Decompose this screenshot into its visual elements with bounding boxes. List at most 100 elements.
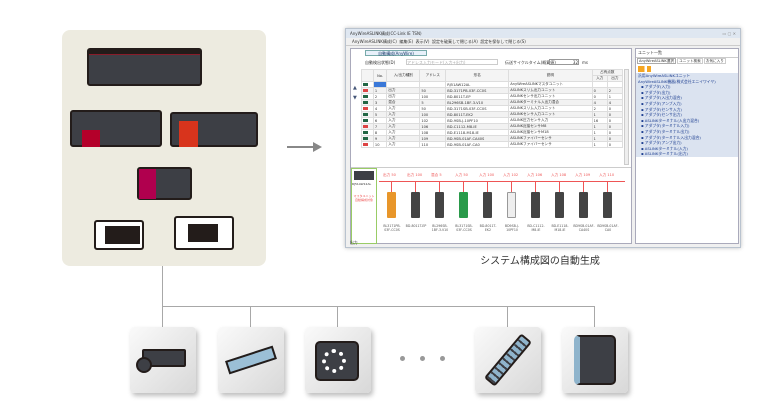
camera-device-icon: [130, 327, 196, 393]
table-cell: ASLINKファイバーセンサ: [508, 141, 593, 148]
slave-device[interactable]: [459, 192, 468, 218]
unit-list-item[interactable]: ▪ アダプタ(ターミナル入力): [636, 123, 738, 129]
plc-rack-3: [137, 167, 192, 200]
tab-unit-search[interactable]: ユニット検索: [677, 58, 703, 64]
slot-model: BL296SB-1BF-3-V10: [431, 224, 449, 232]
unit-list-item[interactable]: ▪ ASLINKターミナル(出力): [636, 151, 738, 157]
menu-edit[interactable]: 編集(E): [399, 39, 414, 44]
col-no: No.: [372, 69, 388, 82]
menu-discard-close[interactable]: 設定を破棄して閉じる(A): [432, 39, 478, 44]
unit-list-item-label: アダプタ(ターミナル入力): [644, 123, 690, 129]
ellipsis-dot: [400, 356, 405, 361]
menu-bar: AnyWireASLINK構成(C) 編集(E) 表示(V) 設定を破棄して閉じ…: [346, 38, 740, 46]
window-controls[interactable]: ▭ ▢ ✕: [722, 31, 736, 36]
unit-list-item-label: アダプタ(出力): [644, 89, 671, 95]
unit-list-item-label: アダプタ(アンプ入力): [644, 100, 682, 106]
table-cell: 110: [419, 141, 447, 148]
unit-list-item-label: アダプタ(ターミナル入出力混合): [644, 134, 701, 140]
unit-list-item-label: アダプタ(入力): [644, 84, 671, 90]
diagram-bus-line: [379, 181, 625, 182]
tab-favorites[interactable]: お気に入り: [703, 58, 726, 64]
slot-address: 混合 5: [431, 173, 442, 177]
slave-device[interactable]: [531, 192, 540, 218]
unit-list-item[interactable]: ▪ アダプタ(入力): [636, 84, 738, 90]
tab-aslink-select[interactable]: AnyWireASLINK選択: [637, 58, 676, 64]
unit-list-item[interactable]: ▪ アダプタ(アンプ入力): [636, 100, 738, 107]
slave-device[interactable]: [483, 192, 492, 218]
slave-device[interactable]: [603, 192, 612, 218]
unit-list-item[interactable]: ▪ アダプタ(センサ入力): [636, 106, 738, 113]
tree-root-anywire[interactable]: AnyWireASLINK機器(株式会社エニイワイヤ): [636, 78, 738, 85]
unit-list-item-label: アダプタ(アンプ出力): [644, 140, 682, 146]
slot-address: 入力 109: [575, 173, 591, 177]
slot-address: 入力 102: [503, 173, 519, 177]
move-down-button[interactable]: ▼: [353, 95, 357, 101]
col-description: 説明: [508, 69, 593, 82]
plc-base-unit: [87, 48, 202, 86]
plc-hardware-panel: [62, 30, 266, 266]
slot-model: BD-E1118-M18-IE: [551, 224, 569, 232]
controller-unit-1: [94, 220, 144, 250]
table-cell: 1: [591, 141, 608, 148]
table-cell: 10: [372, 141, 388, 148]
slot-address: 入力 106: [527, 173, 543, 177]
col-address: アドレス: [419, 69, 447, 82]
fiber-sensor-device-icon: [218, 327, 284, 393]
controller-unit-2: [174, 216, 234, 250]
slot-model: BL3171SB-03F-CC0S: [455, 224, 473, 232]
detect-select[interactable]: アドレス入力モード(入力+出力): [406, 59, 498, 65]
slave-device[interactable]: [579, 192, 588, 218]
menu-config[interactable]: AnyWireASLINK構成(C): [352, 39, 397, 44]
table-scrollbar[interactable]: [624, 69, 629, 165]
unit-toolbar-icons[interactable]: [638, 66, 660, 72]
detect-label: 自動検出状態(D): [365, 60, 396, 65]
cycle-value: 32: [549, 59, 579, 65]
slot-model: BD-8011T-EP: [405, 224, 427, 228]
table-cell: BD-9SB-01AF-CA0: [445, 141, 510, 148]
unit-list-pane: ユニット一覧 AnyWireASLINK選択 ユニット検索 お気に入り 汎用An…: [635, 48, 739, 244]
auto-config-button[interactable]: 自動構成(AnyWire): [365, 50, 427, 56]
proximity-sensor-device-icon: [475, 327, 541, 393]
move-up-button[interactable]: ▲: [353, 85, 357, 91]
output-pane-label: 出力: [350, 240, 358, 245]
arrow-right-icon: [287, 142, 322, 152]
code-reader-device-icon: [305, 327, 371, 393]
table-cell: 0: [606, 141, 624, 148]
tree-root-generic[interactable]: 汎用AnyWireASLINKユニット: [636, 73, 738, 79]
slot-model: BL3171PB-03F-CC0S: [383, 224, 401, 232]
unit-list-item[interactable]: ▪ アダプタ(ターミナル出力): [636, 128, 738, 135]
slot-address: 入力 110: [599, 173, 615, 177]
slot-address: 出力 50: [383, 173, 396, 177]
master-label: RJ51AW12AL: [352, 182, 372, 186]
slave-device[interactable]: [555, 192, 564, 218]
slot-model: BD-8011T-EK2: [479, 224, 497, 232]
unit-list-item[interactable]: ▪ ASLINKターミナル(入力): [636, 145, 738, 152]
slave-device[interactable]: [507, 192, 516, 218]
menu-view[interactable]: 表示(V): [415, 39, 430, 44]
title-bar: AnyWireASLINK構成(CC-Link IE TSN)▭ ▢ ✕: [346, 29, 740, 38]
unit-list-item-label: ASLINKターミナル(入出力混合): [644, 117, 700, 123]
slot-model: BD9SB-01AF-CA40S: [573, 224, 595, 232]
unit-list-item[interactable]: ▪ アダプタ(アンプ出力): [636, 140, 738, 146]
unit-list-item[interactable]: ▪ アダプタ(入出力混合): [636, 95, 738, 101]
unit-list-item-label: アダプタ(入出力混合): [644, 95, 682, 101]
unit-list-item[interactable]: ▪ アダプタ(センサ出力): [636, 112, 738, 118]
unit-list-item[interactable]: ▪ アダプタ(出力): [636, 89, 738, 96]
unit-list-item-label: ASLINKターミナル(出力): [644, 151, 688, 157]
system-diagram: RJ51AW12AL マスタユニット 自動構成対象 出力 50 BL3171PB…: [351, 167, 631, 244]
slave-device[interactable]: [435, 192, 444, 218]
caption: システム構成図の自動生成: [480, 256, 600, 267]
unit-list-item[interactable]: ▪ ASLINKターミナル(入出力混合): [636, 117, 738, 124]
unit-list-item-label: ASLINKターミナル(入力): [644, 145, 688, 151]
unit-list-title: ユニット一覧: [636, 49, 738, 58]
slave-device[interactable]: [387, 192, 396, 218]
unit-list-item-label: アダプタ(ターミナル出力): [644, 128, 690, 134]
menu-save-close[interactable]: 設定を保存して閉じる(S): [480, 39, 526, 44]
unit-list-item[interactable]: ▪ アダプタ(ターミナル入出力混合): [636, 134, 738, 141]
bus-line: [162, 306, 594, 307]
slave-device[interactable]: [411, 192, 420, 218]
